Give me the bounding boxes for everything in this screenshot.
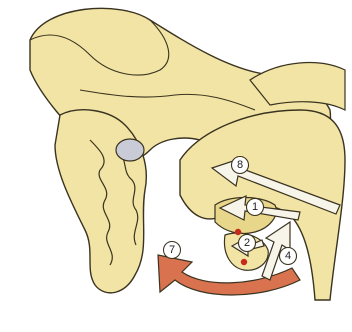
label-1: 1 (252, 201, 258, 213)
label-4: 4 (285, 250, 291, 262)
joint-cup-left (116, 139, 144, 161)
label-2: 2 (244, 237, 250, 249)
label-group-2: 2 (239, 235, 256, 252)
label-7: 7 (169, 244, 175, 256)
label-group-7: 7 (164, 242, 181, 259)
red-marker-lower (241, 259, 247, 265)
label-8: 8 (237, 159, 243, 171)
red-marker-upper (235, 229, 241, 235)
label-group-1: 1 (247, 199, 264, 216)
label-group-4: 4 (280, 248, 297, 265)
label-group-8: 8 (232, 157, 249, 174)
